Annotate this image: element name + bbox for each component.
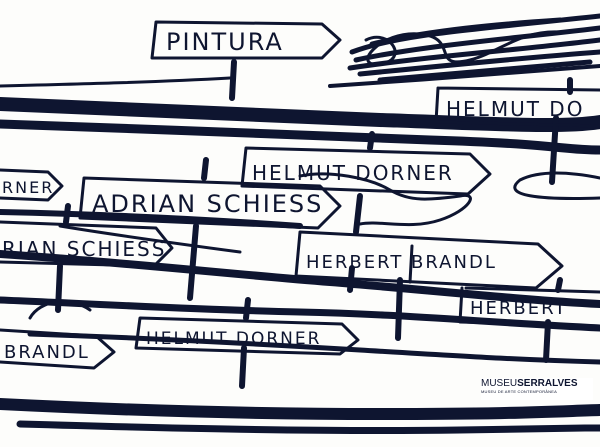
logo-serralves: SERRALVES (517, 378, 578, 389)
sign-adrian-outline[interactable] (78, 176, 342, 230)
road-stroke-7 (0, 398, 600, 420)
road-stroke-9 (0, 76, 232, 88)
sign-helmut-top-text: HELMUT DO (446, 97, 584, 121)
sign-brandl-text: BRANDL (4, 342, 90, 363)
sign-helmut-bottom-outline[interactable] (134, 316, 360, 356)
sign-helmut-center-text: HELMUT DORNER (252, 161, 454, 185)
road-stroke-10 (328, 64, 600, 88)
road-stroke-8 (16, 420, 600, 435)
wavy-line-1 (298, 172, 472, 227)
sign-adrian-text: ADRIAN SCHIESS (92, 190, 323, 218)
post-rian (55, 203, 71, 313)
sign-rian-text: RIAN SCHIESS (2, 237, 166, 261)
sign-rian-outline[interactable] (0, 220, 174, 268)
sign-helmut-bottom-text: HELMUT DORNER (146, 329, 321, 349)
sign-rner-text: RNER (2, 178, 54, 197)
post-herbert-right (543, 277, 563, 363)
sign-herbert-right-outline[interactable] (458, 286, 600, 328)
road-stroke-4 (0, 250, 600, 308)
museum-logo: MUSEUSERRALVES MUSEU DE ARTE CONTEMPORÂN… (481, 378, 593, 400)
post-helmut-bottom (239, 297, 251, 389)
sign-pintura-outline[interactable] (150, 20, 342, 60)
scribble-mass (347, 13, 600, 83)
sign-helmut-top-outline[interactable] (434, 86, 600, 128)
scribble-loops (364, 30, 562, 66)
logo-wordmark: MUSEUSERRALVES (481, 378, 578, 389)
sign-herbert-outline[interactable] (294, 230, 564, 290)
road-stroke-2 (0, 119, 600, 155)
sign-rner-outline[interactable] (0, 168, 64, 202)
wavy-line-4 (58, 224, 242, 254)
road-stroke-3 (0, 209, 303, 229)
post-helmut-center (353, 131, 375, 235)
wavy-line-2 (513, 171, 600, 200)
sign-herbert-text: HERBERT BRANDL (306, 252, 497, 273)
logo-museu: MUSEU (481, 378, 518, 389)
logo-subtitle: MUSEU DE ARTE CONTEMPORÂNEA (481, 389, 558, 394)
sign-pintura-text: PINTURA (166, 28, 284, 56)
post-adrian (187, 157, 209, 301)
sign-brandl-outline[interactable] (0, 328, 116, 370)
sign-divider-herbert (408, 244, 414, 284)
sign-helmut-center-outline[interactable] (240, 146, 492, 196)
post-pintura (229, 59, 237, 101)
road-stroke-6 (27, 331, 600, 365)
sign-herbert-right-text: HERBERT (470, 298, 567, 319)
